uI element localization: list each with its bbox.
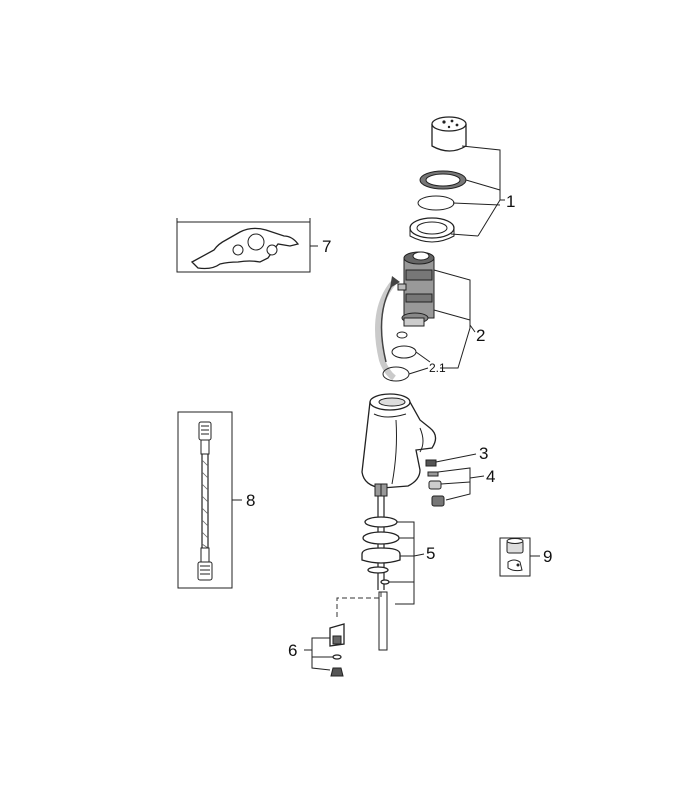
top-cap	[431, 116, 467, 152]
insert-arrow	[375, 280, 397, 381]
wrench-tool-icon	[190, 227, 300, 270]
callout-1: 1	[506, 192, 515, 211]
callout-3: 3	[479, 444, 488, 463]
grease-tub-icon	[506, 538, 524, 572]
part-5-mounting-group: 5	[361, 483, 435, 651]
callout-6: 6	[288, 641, 297, 660]
callout-4: 4	[486, 467, 495, 486]
seal-ring-a	[391, 345, 417, 359]
callout-8: 8	[246, 491, 255, 510]
faucet-body-icon	[361, 393, 437, 489]
callout-5: 5	[426, 544, 435, 563]
part-8-hose-group: 8	[177, 411, 255, 589]
o-ring	[417, 195, 455, 211]
part-2-cartridge-group: 2 2.1	[375, 251, 485, 382]
part-3-4-aerator-group: 3 4	[425, 444, 495, 507]
cartridge	[397, 251, 435, 327]
flexible-hose-icon	[197, 421, 213, 581]
knurled-ring	[419, 170, 467, 190]
part-7-tool-group: 7	[176, 218, 331, 273]
callout-2: 2	[476, 326, 485, 345]
callout-7: 7	[322, 237, 331, 256]
part-1-cap-group: 1	[409, 116, 515, 243]
part-9-grease-group: 9	[499, 537, 552, 577]
callout-2-1: 2.1	[429, 361, 446, 375]
connector-dashed	[336, 592, 382, 620]
callout-9: 9	[543, 547, 552, 566]
retaining-ring	[409, 217, 455, 243]
part-6-valve-group: 6	[288, 623, 345, 677]
